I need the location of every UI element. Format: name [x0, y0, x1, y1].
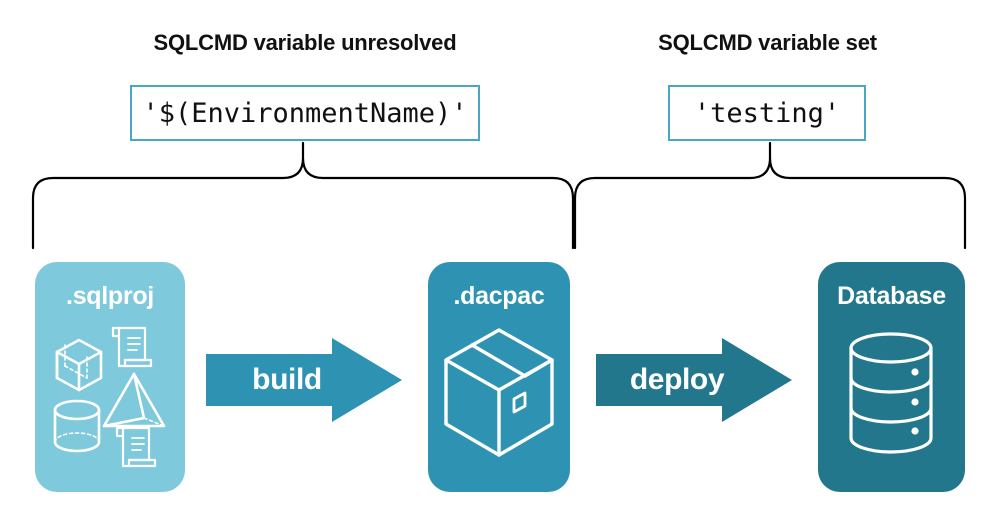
brace-unresolved-span: [28, 140, 578, 250]
arrow-deploy: deploy: [596, 336, 794, 424]
stage-label-sqlproj: .sqlproj: [66, 282, 154, 310]
dacpac-artwork: [428, 316, 570, 486]
stage-label-dacpac: .dacpac: [453, 282, 545, 310]
database-cylinder-icon: [849, 332, 933, 454]
stage-box-sqlproj: .sqlproj: [35, 262, 185, 492]
brace-left-icon: [31, 141, 575, 250]
code-box-environment-name: '$(EnvironmentName)': [130, 85, 480, 141]
arrow-right-icon: [596, 338, 792, 422]
stage-label-database: Database: [837, 282, 946, 310]
stage-box-database: Database: [818, 262, 965, 492]
package-box-icon: [444, 328, 554, 457]
brace-set-span: [570, 140, 970, 250]
arrow-right-icon: [206, 338, 402, 422]
cube-icon: [55, 338, 103, 392]
sqlproj-artwork: [35, 316, 185, 481]
heading-sqlcmd-variable-unresolved: SQLCMD variable unresolved: [153, 30, 457, 55]
code-box-testing: 'testing': [668, 85, 866, 141]
scroll-icon: [111, 326, 153, 368]
arrow-build: build: [206, 336, 404, 424]
cylinder-icon: [53, 399, 101, 453]
heading-sqlcmd-variable-set: SQLCMD variable set: [658, 30, 877, 55]
database-artwork: [818, 316, 965, 486]
brace-right-icon: [573, 141, 967, 250]
stage-box-dacpac: .dacpac: [428, 262, 570, 492]
scroll-icon: [115, 426, 157, 468]
pyramid-icon: [102, 372, 166, 428]
